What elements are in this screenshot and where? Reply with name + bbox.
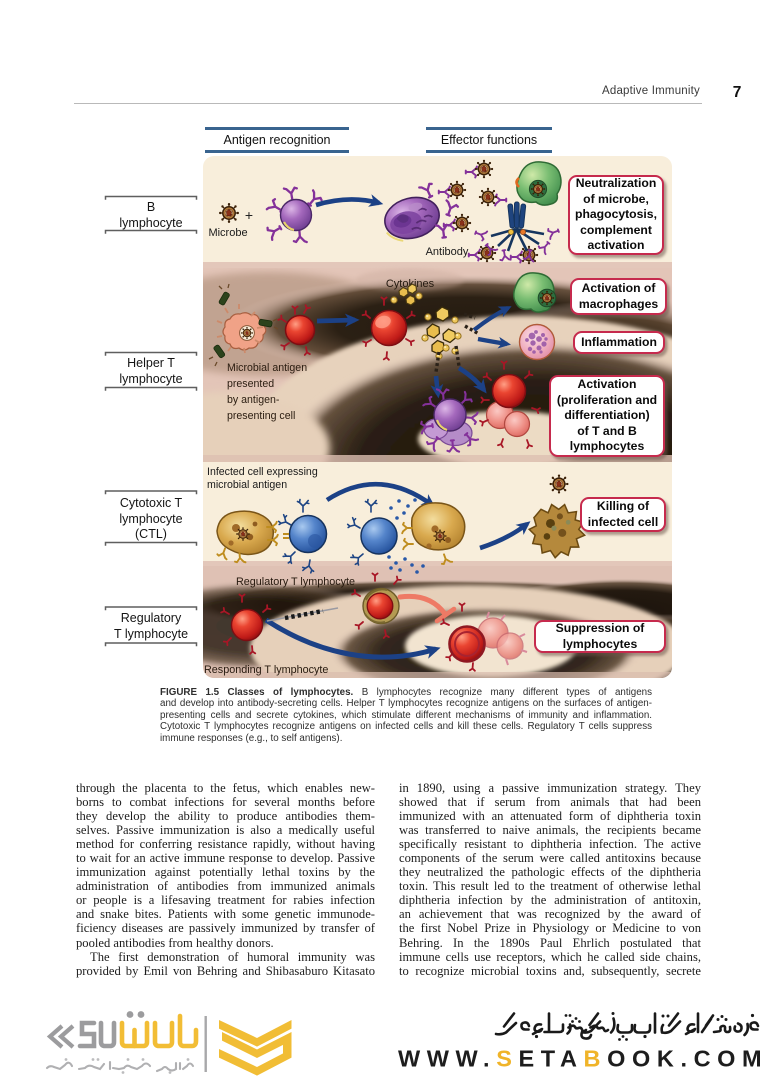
svg-text:Infected cell expressing: Infected cell expressing (207, 466, 318, 478)
svg-text:presenting cell: presenting cell (227, 410, 295, 422)
svg-text:by antigen-: by antigen- (227, 394, 280, 406)
svg-text:Microbial antigen: Microbial antigen (227, 362, 307, 374)
svg-text:Cytokines: Cytokines (386, 278, 435, 290)
svg-text:WWW.SETABOOK.COM: WWW.SETABOOK.COM (398, 1046, 768, 1072)
svg-text:presented: presented (227, 378, 274, 390)
svg-text:+: + (245, 207, 253, 223)
svg-text:Responding T lymphocyte: Responding T lymphocyte (204, 664, 328, 676)
svg-text:microbial antigen: microbial antigen (207, 479, 287, 491)
svg-text:Microbe: Microbe (208, 227, 247, 239)
svg-text:Regulatory T lymphocyte: Regulatory T lymphocyte (236, 576, 355, 588)
svg-text:Antibody: Antibody (426, 246, 469, 258)
